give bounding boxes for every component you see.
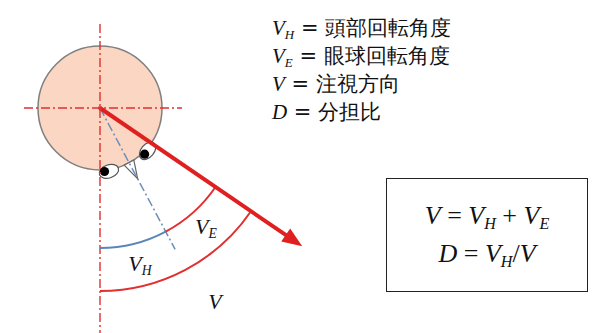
definition-text: VE = 眼球回転角度 [272, 44, 450, 71]
eye [97, 162, 120, 181]
center-dot [98, 106, 102, 110]
arrow-head [281, 228, 302, 246]
head-direction-line [100, 108, 175, 249]
formula: D = VH/V [438, 235, 535, 273]
head-angle-arc [100, 232, 166, 248]
formula-box: V = VH + VED = VH/V [386, 178, 588, 292]
angle-label: V [208, 289, 221, 315]
pupil [100, 167, 109, 176]
gaze-arrow [100, 108, 288, 237]
formula: V = VH + VE [425, 197, 550, 235]
definition-text: VH = 頭部回転角度 [272, 16, 451, 43]
angle-label: VH [128, 251, 151, 279]
vertical-axis [99, 24, 100, 333]
definition-text: V = 注視方向 [272, 72, 400, 97]
gaze-angle-arc [100, 211, 251, 291]
definition-text: D = 分担比 [272, 100, 381, 125]
angle-label: VE [195, 214, 217, 242]
pupil [140, 150, 149, 159]
